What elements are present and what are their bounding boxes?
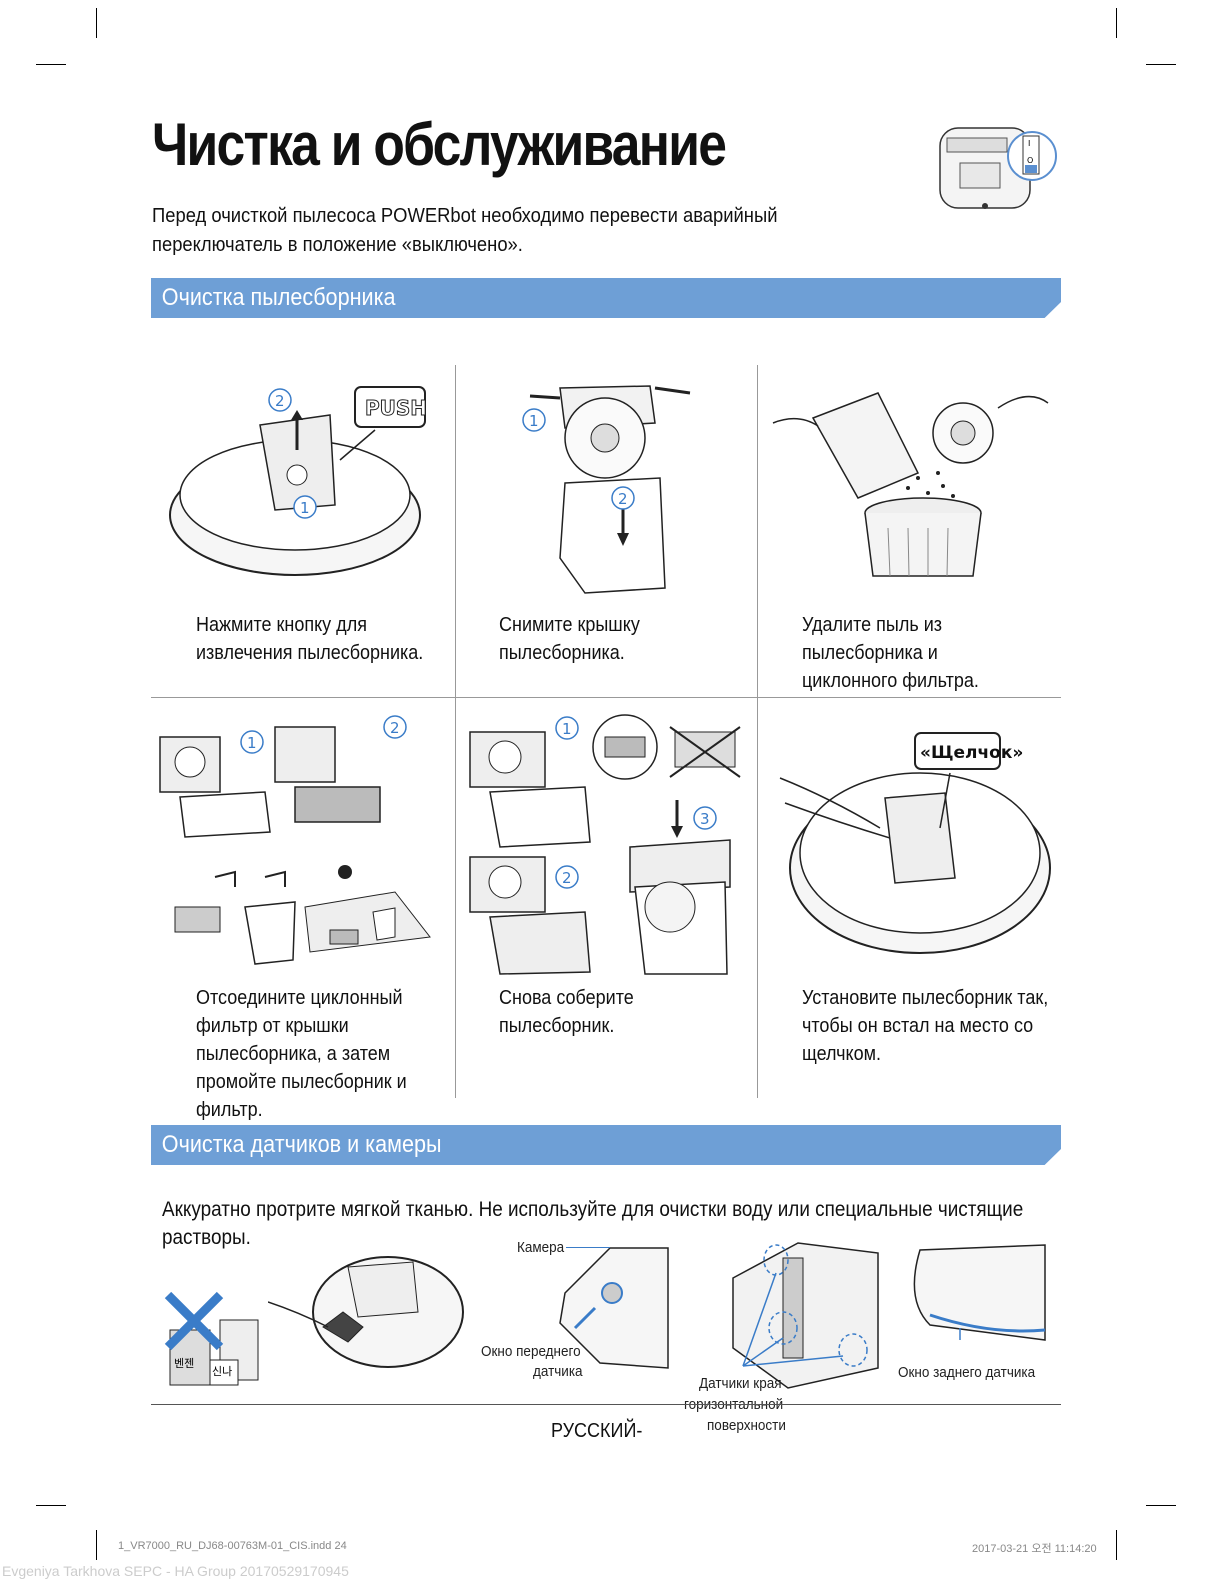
step-marker: 3 [700, 810, 710, 828]
watermark-text: Evgeniya Tarkhova SEPC - HA Group 201705… [2, 1563, 349, 1579]
page-language-label: РУССКИЙ- [551, 1420, 643, 1442]
section-title: Очистка пылесборника [161, 284, 396, 311]
step4-caption: Отсоедините циклонный фильтр от крышки п… [196, 987, 407, 1121]
edge-sensors-label-line2: горизонтальной [684, 1396, 784, 1413]
step1-caption: Нажмите кнопку для извлечения пылесборни… [196, 614, 424, 664]
svg-text:O: O [1027, 156, 1033, 165]
crop-mark [96, 8, 97, 38]
bottle-label: 신나 [212, 1365, 232, 1378]
grid-divider [151, 697, 1061, 698]
sensors-instruction: Аккуратно протрите мягкой тканью. Не исп… [162, 1198, 1024, 1249]
step-marker: 1 [300, 499, 310, 517]
rear-sensor-label: Окно заднего датчика [898, 1364, 1036, 1381]
file-slug: 1_VR7000_RU_DJ68-00763M-01_CIS.indd 24 [118, 1540, 347, 1552]
step-marker: 1 [247, 734, 257, 752]
section-header-sensors: Очистка датчиков и камеры [151, 1125, 1061, 1165]
camera-label: Камера [517, 1239, 565, 1256]
step-marker: 1 [529, 412, 539, 430]
crop-mark [36, 64, 66, 65]
step5-reassemble-illustration: 1 2 3 [469, 714, 741, 975]
rear-sensor-illustration [913, 1244, 1046, 1341]
step-marker: 2 [562, 869, 572, 887]
edge-sensors-label-line3: поверхности [707, 1417, 786, 1434]
step3-caption: Удалите пыль из пылесборника и циклонног… [802, 614, 979, 692]
intro-text: Перед очисткой пылесоса POWERbot необход… [152, 205, 778, 256]
wipe-with-cloth-illustration [268, 1256, 464, 1368]
footer-rule [151, 1404, 1061, 1405]
push-callout: PUSH [365, 396, 427, 420]
step5-caption: Снова соберите пылесборник. [499, 987, 634, 1037]
section-title: Очистка датчиков и камеры [161, 1131, 442, 1158]
step6-click-into-place-illustration: «Щелчок» [779, 732, 1051, 954]
front-sensor-label-line1: Окно переднего [481, 1343, 581, 1360]
step1-push-button-illustration: 2 1 PUSH [169, 386, 428, 576]
click-callout: «Щелчок» [920, 743, 1023, 763]
step-marker: 1 [562, 720, 572, 738]
crop-mark [1146, 64, 1176, 65]
crop-mark [1146, 1505, 1176, 1506]
cliff-sensors-illustration [732, 1242, 879, 1389]
date-slug: 2017-03-21 오전 11:14:20 [972, 1543, 1097, 1555]
edge-sensors-label-line1: Датчики края [699, 1375, 782, 1392]
svg-text:I: I [1028, 139, 1030, 148]
step-marker: 2 [618, 490, 628, 508]
grid-divider [757, 365, 758, 1098]
step-marker: 2 [275, 392, 285, 410]
crop-mark [96, 1530, 97, 1560]
section-header-dustbin: Очистка пылесборника [151, 278, 1061, 318]
crop-mark [36, 1505, 66, 1506]
page-title: Чистка и обслуживание [152, 111, 727, 178]
crop-mark [1116, 1530, 1117, 1560]
grid-divider [455, 365, 456, 1098]
step6-caption: Установите пылесборник так, чтобы он вст… [802, 987, 1049, 1065]
crop-mark [1116, 8, 1117, 38]
camera-front-sensor-illustration [559, 1247, 669, 1369]
camera-leader-line [566, 1247, 610, 1248]
bottle-label: 벤젠 [174, 1357, 194, 1370]
emergency-switch-illustration: I O [939, 127, 1057, 209]
step4-wash-filter-illustration: 1 2 [159, 715, 431, 965]
step2-remove-cover-illustration: 1 2 [522, 385, 691, 594]
no-solvents-illustration: 벤젠 신나 [164, 1291, 259, 1386]
step2-caption: Снимите крышку пылесборника. [499, 614, 640, 664]
front-sensor-label-line2: датчика [533, 1363, 583, 1380]
step-marker: 2 [390, 719, 400, 737]
step3-empty-dust-illustration [772, 392, 1049, 577]
